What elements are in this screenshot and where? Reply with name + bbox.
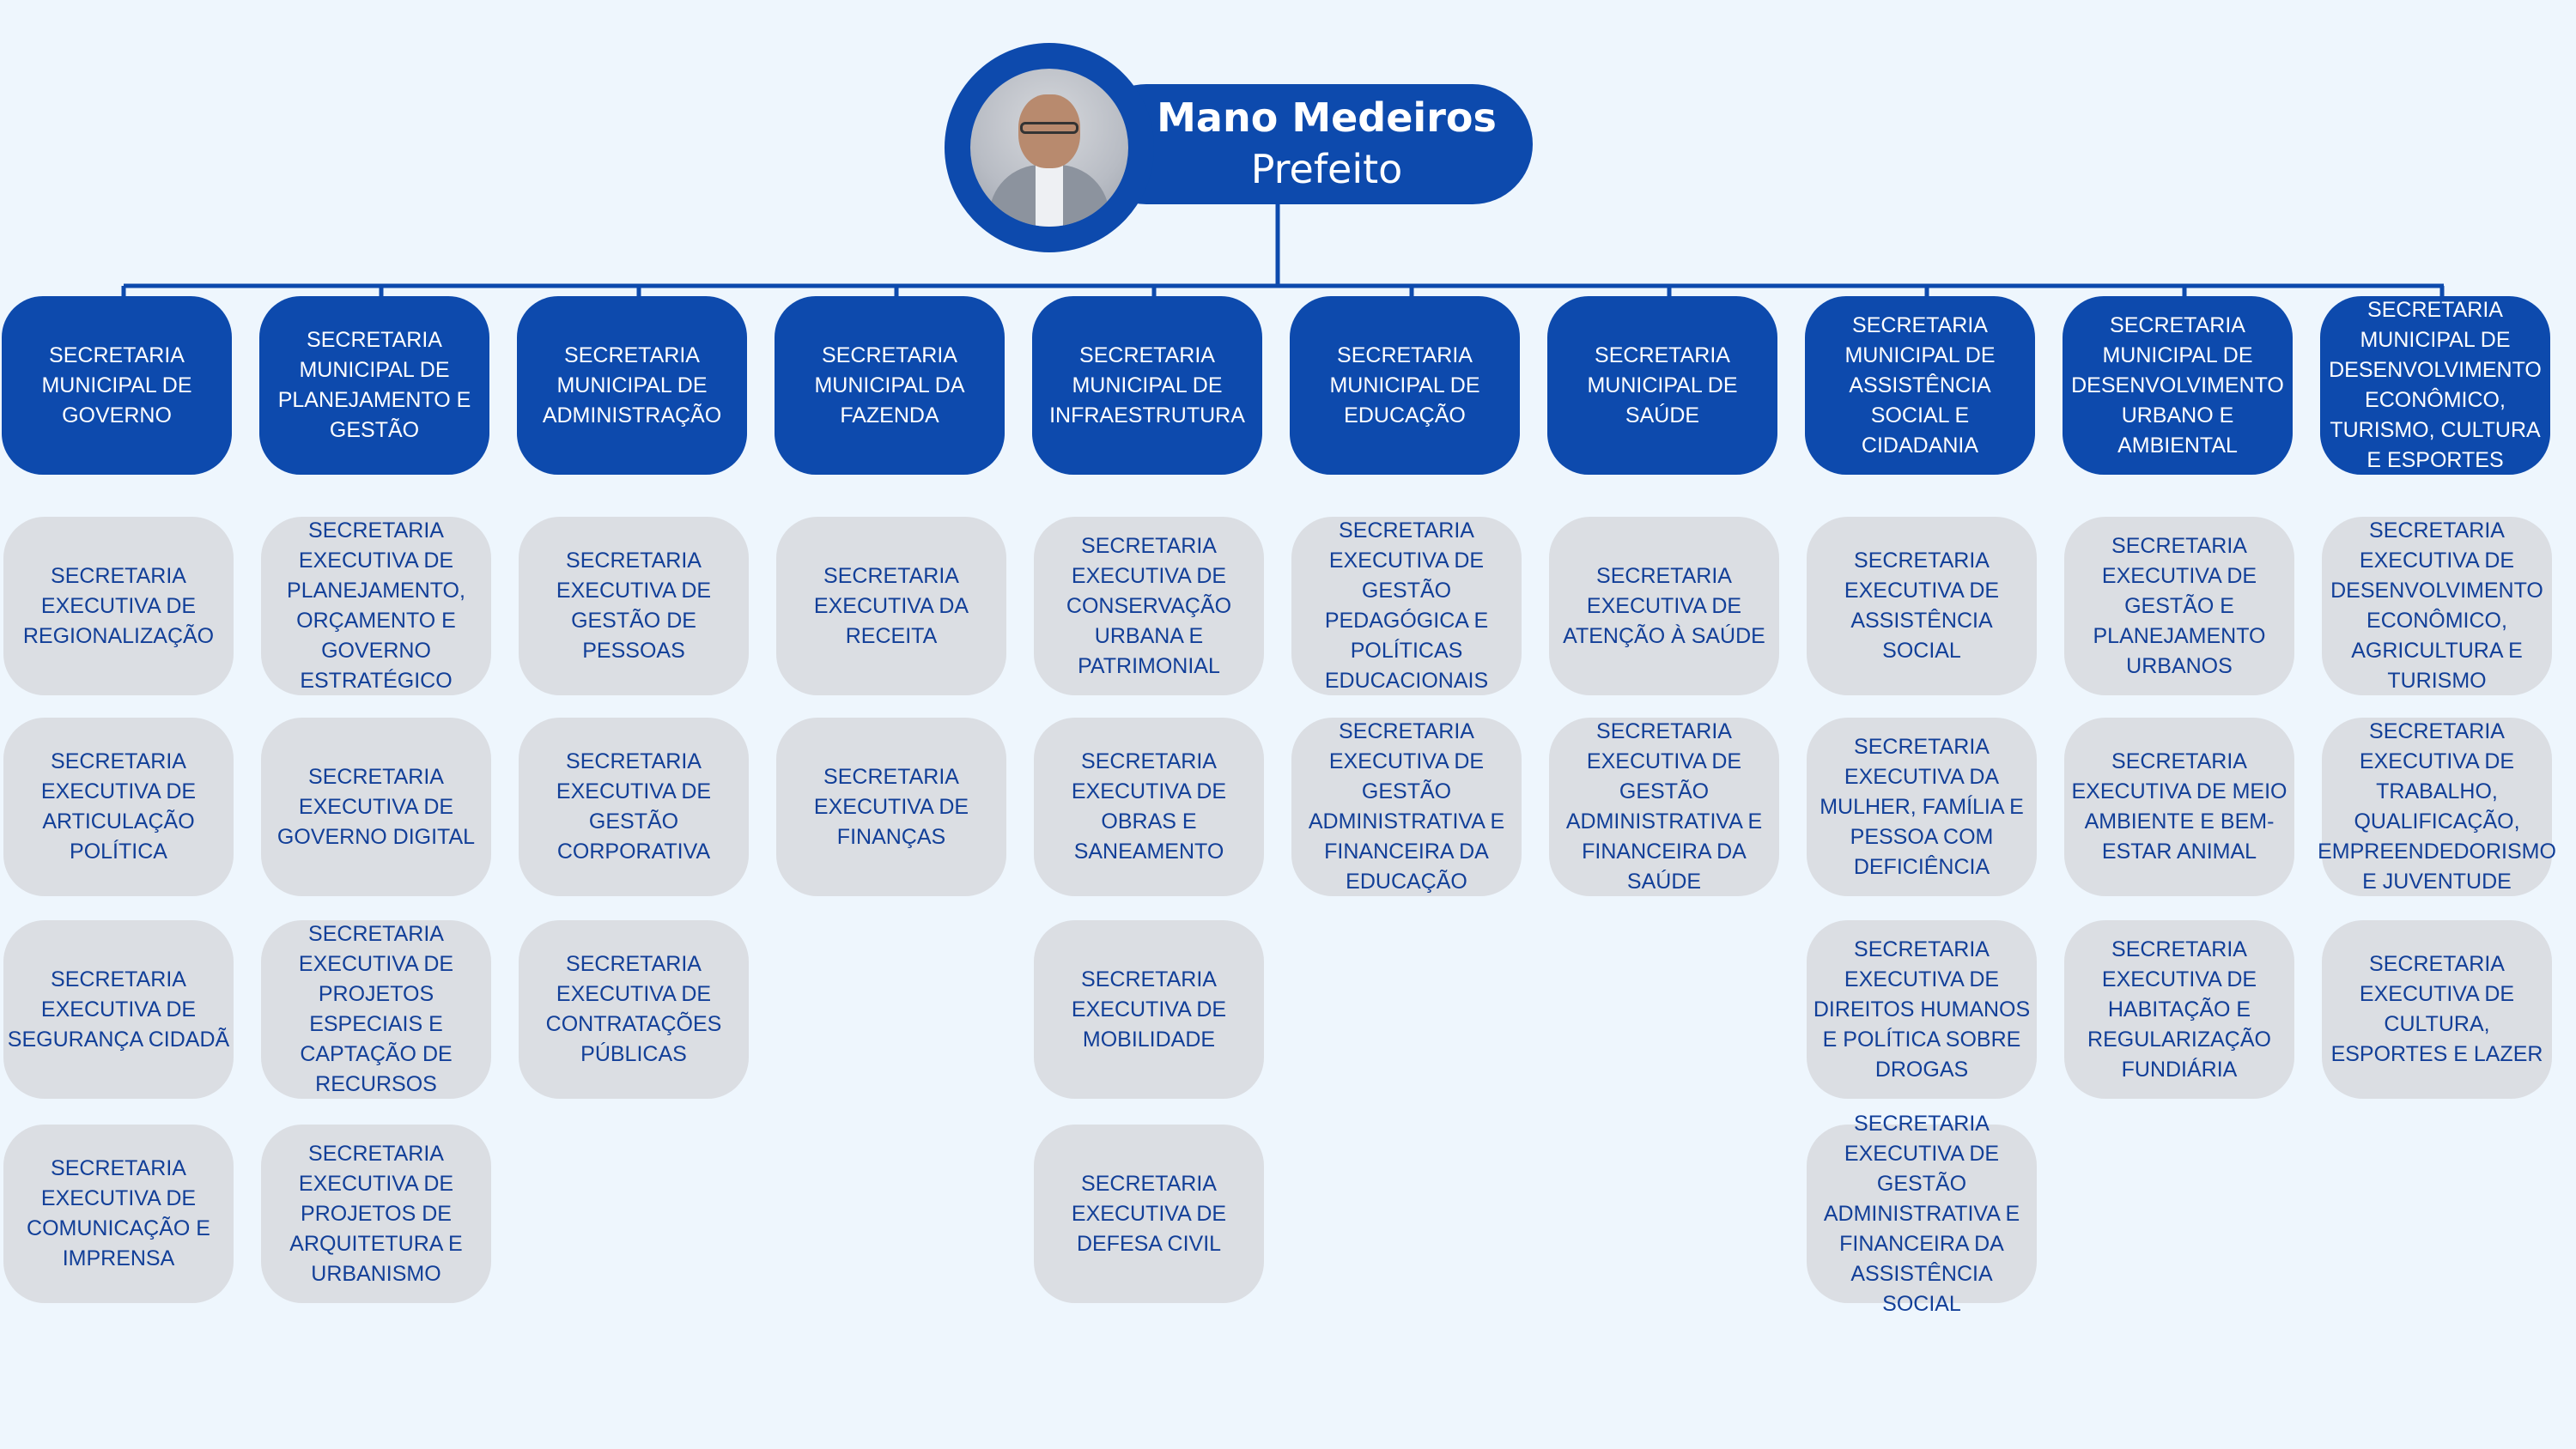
executive-secretariat-label: SECRETARIA EXECUTIVA DA RECEITA [813,563,969,648]
executive-secretariat-box: SECRETARIA EXECUTIVA DE CULTURA, ESPORTE… [2322,920,2552,1099]
executive-secretariat-label: SECRETARIA EXECUTIVA DE ATENÇÃO À SAÚDE [1563,563,1765,648]
executive-secretariat-label: SECRETARIA EXECUTIVA DE MEIO AMBIENTE E … [2071,749,2287,864]
secretariat-label: SECRETARIA MUNICIPAL DE SAÚDE [1587,343,1738,427]
executive-secretariat-box: SECRETARIA EXECUTIVA DE CONSERVAÇÃO URBA… [1034,517,1264,695]
secretariat-label: SECRETARIA MUNICIPAL DE ASSISTÊNCIA SOCI… [1844,312,1996,458]
executive-secretariat-label: SECRETARIA EXECUTIVA DE GESTÃO CORPORATI… [556,749,712,864]
executive-secretariat-label: SECRETARIA EXECUTIVA DE GESTÃO ADMINISTR… [1823,1111,2020,1316]
executive-secretariat-label: SECRETARIA EXECUTIVA DE DIREITOS HUMANOS… [1813,937,2031,1082]
secretariat-box: SECRETARIA MUNICIPAL DE ADMINISTRAÇÃO [517,296,747,475]
executive-secretariat-box: SECRETARIA EXECUTIVA DE GESTÃO CORPORATI… [519,718,749,896]
executive-secretariat-box: SECRETARIA EXECUTIVA DA RECEITA [776,517,1006,695]
executive-secretariat-box: SECRETARIA EXECUTIVA DE GESTÃO ADMINISTR… [1807,1112,2037,1316]
secretariat-box: SECRETARIA MUNICIPAL DA FAZENDA [775,296,1005,475]
executive-secretariat-label: SECRETARIA EXECUTIVA DE OBRAS E SANEAMEN… [1071,749,1227,864]
secretariat-label: SECRETARIA MUNICIPAL DE DESENVOLVIMENTO … [2071,312,2284,458]
executive-secretariat-box: SECRETARIA EXECUTIVA DE REGIONALIZAÇÃO [3,517,234,695]
executive-secretariat-label: SECRETARIA EXECUTIVA DE PLANEJAMENTO, OR… [287,518,465,693]
executive-secretariat-label: SECRETARIA EXECUTIVA DE DEFESA CIVIL [1071,1171,1227,1256]
executive-secretariat-label: SECRETARIA EXECUTIVA DE CULTURA, ESPORTE… [2330,952,2543,1066]
executive-secretariat-label: SECRETARIA EXECUTIVA DE GESTÃO ADMINISTR… [1308,719,1505,894]
executive-secretariat-box: SECRETARIA EXECUTIVA DE ARTICULAÇÃO POLÍ… [3,718,234,896]
executive-secretariat-label: SECRETARIA EXECUTIVA DE CONTRATAÇÕES PÚB… [545,952,722,1066]
executive-secretariat-label: SECRETARIA EXECUTIVA DA MULHER, FAMÍLIA … [1820,734,2024,879]
executive-secretariat-box: SECRETARIA EXECUTIVA DE PLANEJAMENTO, OR… [261,517,491,695]
executive-secretariat-box: SECRETARIA EXECUTIVA DE GOVERNO DIGITAL [261,718,491,896]
secretariat-box: SECRETARIA MUNICIPAL DE INFRAESTRUTURA [1032,296,1262,475]
executive-secretariat-box: SECRETARIA EXECUTIVA DE TRABALHO, QUALIF… [2318,718,2556,896]
secretariat-box: SECRETARIA MUNICIPAL DE SAÚDE [1547,296,1777,475]
secretariat-label: SECRETARIA MUNICIPAL DE INFRAESTRUTURA [1049,343,1245,427]
executive-secretariat-box: SECRETARIA EXECUTIVA DE GESTÃO DE PESSOA… [519,517,749,695]
executive-secretariat-box: SECRETARIA EXECUTIVA DE FINANÇAS [776,718,1006,896]
executive-secretariat-label: SECRETARIA EXECUTIVA DE GESTÃO E PLANEJA… [2093,533,2266,678]
executive-secretariat-box: SECRETARIA EXECUTIVA DE PROJETOS DE ARQU… [261,1125,491,1303]
executive-secretariat-label: SECRETARIA EXECUTIVA DE CONSERVAÇÃO URBA… [1066,533,1232,678]
mayor-card [1086,84,1533,204]
secretariat-box: SECRETARIA MUNICIPAL DE DESENVOLVIMENTO … [2063,296,2293,475]
executive-secretariat-box: SECRETARIA EXECUTIVA DE DESENVOLVIMENTO … [2322,517,2552,695]
executive-secretariat-box: SECRETARIA EXECUTIVA DE PROJETOS ESPECIA… [261,920,491,1099]
executive-secretariat-label: SECRETARIA EXECUTIVA DE GESTÃO PEDAGÓGIC… [1324,518,1489,693]
executive-secretariat-box: SECRETARIA EXECUTIVA DE MEIO AMBIENTE E … [2064,718,2294,896]
executive-secretariat-box: SECRETARIA EXECUTIVA DE GESTÃO ADMINISTR… [1549,718,1779,896]
executive-secretariat-box: SECRETARIA EXECUTIVA DE COMUNICAÇÃO E IM… [3,1125,234,1303]
executive-secretariat-label: SECRETARIA EXECUTIVA DE ASSISTÊNCIA SOCI… [1844,549,2000,663]
executive-secretariat-label: SECRETARIA EXECUTIVA DE ARTICULAÇÃO POLÍ… [40,749,197,864]
executive-secretariat-label: SECRETARIA EXECUTIVA DE COMUNICAÇÃO E IM… [27,1156,210,1270]
executive-secretariat-label: SECRETARIA EXECUTIVA DE DESENVOLVIMENTO … [2330,518,2543,693]
executive-secretariat-box: SECRETARIA EXECUTIVA DE GESTÃO E PLANEJA… [2064,517,2294,695]
executive-secretariat-label: SECRETARIA EXECUTIVA DE REGIONALIZAÇÃO [22,563,215,648]
executive-secretariat-box: SECRETARIA EXECUTIVA DE ASSISTÊNCIA SOCI… [1807,517,2037,695]
secretariat-label: SECRETARIA MUNICIPAL DE GOVERNO [41,343,192,427]
mayor-title: Prefeito [1250,146,1403,192]
secretariat-box: SECRETARIA MUNICIPAL DE DESENVOLVIMENTO … [2320,296,2550,475]
executive-secretariat-box: SECRETARIA EXECUTIVA DE DEFESA CIVIL [1034,1125,1264,1303]
executive-secretariat-box: SECRETARIA EXECUTIVA DE DIREITOS HUMANOS… [1807,920,2037,1099]
mayor-name: Mano Medeiros [1157,94,1497,141]
executive-secretariat-box: SECRETARIA EXECUTIVA DE ATENÇÃO À SAÚDE [1549,517,1779,695]
executive-secretariat-label: SECRETARIA EXECUTIVA DE MOBILIDADE [1071,967,1227,1052]
secretariat-label: SECRETARIA MUNICIPAL DA FAZENDA [814,343,965,427]
mayor-photo [970,69,1128,227]
secretariat-box: SECRETARIA MUNICIPAL DE GOVERNO [2,296,232,475]
executive-secretariat-box: SECRETARIA EXECUTIVA DE GESTÃO PEDAGÓGIC… [1291,517,1522,695]
secretariat-label: SECRETARIA MUNICIPAL DE ADMINISTRAÇÃO [542,343,722,427]
executive-secretariat-label: SECRETARIA EXECUTIVA DE HABITAÇÃO E REGU… [2087,937,2271,1082]
secretariat-box: SECRETARIA MUNICIPAL DE EDUCAÇÃO [1290,296,1520,475]
executive-secretariat-label: SECRETARIA EXECUTIVA DE PROJETOS ESPECIA… [298,922,454,1096]
executive-secretariat-box: SECRETARIA EXECUTIVA DE HABITAÇÃO E REGU… [2064,920,2294,1099]
executive-secretariat-label: SECRETARIA EXECUTIVA DE FINANÇAS [813,764,969,849]
executive-secretariat-label: SECRETARIA EXECUTIVA DE GESTÃO DE PESSOA… [556,549,712,663]
secretariat-label: SECRETARIA MUNICIPAL DE EDUCAÇÃO [1329,343,1480,427]
executive-secretariat-box: SECRETARIA EXECUTIVA DE SEGURANÇA CIDADÃ [3,920,234,1099]
executive-secretariat-label: SECRETARIA EXECUTIVA DE PROJETOS DE ARQU… [289,1141,463,1286]
executive-secretariat-label: SECRETARIA EXECUTIVA DE TRABALHO, QUALIF… [2318,719,2556,894]
executive-secretariat-label: SECRETARIA EXECUTIVA DE GESTÃO ADMINISTR… [1565,719,1763,894]
executive-secretariat-box: SECRETARIA EXECUTIVA DE OBRAS E SANEAMEN… [1034,718,1264,896]
secretariat-box: SECRETARIA MUNICIPAL DE ASSISTÊNCIA SOCI… [1805,296,2035,475]
executive-secretariat-label: SECRETARIA EXECUTIVA DE GOVERNO DIGITAL [276,764,476,849]
executive-secretariat-box: SECRETARIA EXECUTIVA DE CONTRATAÇÕES PÚB… [519,920,749,1099]
executive-secretariat-box: SECRETARIA EXECUTIVA DE MOBILIDADE [1034,920,1264,1099]
secretariat-label: SECRETARIA MUNICIPAL DE DESENVOLVIMENTO … [2329,298,2542,472]
executive-secretariat-label: SECRETARIA EXECUTIVA DE SEGURANÇA CIDADÃ [7,967,230,1052]
secretariat-box: SECRETARIA MUNICIPAL DE PLANEJAMENTO E G… [259,296,489,475]
executive-secretariat-box: SECRETARIA EXECUTIVA DE GESTÃO ADMINISTR… [1291,718,1522,896]
secretariat-label: SECRETARIA MUNICIPAL DE PLANEJAMENTO E G… [277,328,471,442]
executive-secretariat-box: SECRETARIA EXECUTIVA DA MULHER, FAMÍLIA … [1807,718,2037,896]
